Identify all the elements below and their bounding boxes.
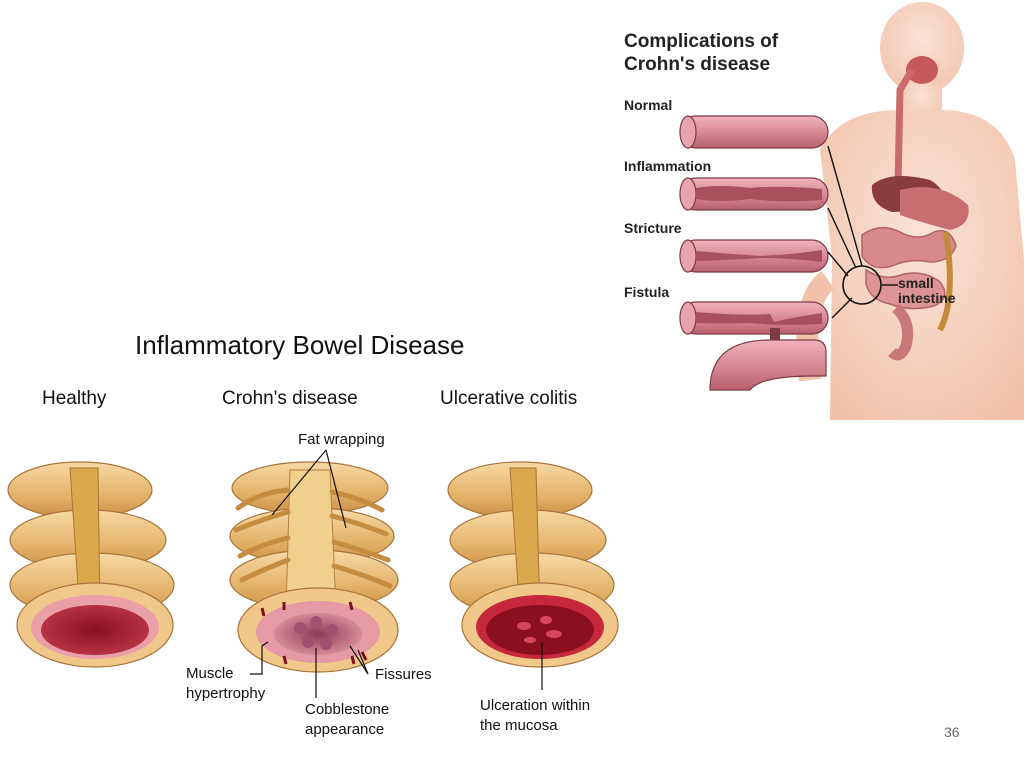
page-number: 36 <box>944 724 960 740</box>
heading-crohns: Crohn's disease <box>222 388 358 409</box>
pointer-lines <box>827 145 898 319</box>
crohn-illustration <box>679 2 1024 420</box>
label-ulceration: Ulceration within the mucosa <box>480 696 590 736</box>
heading-ulcerative-colitis: Ulcerative colitis <box>440 388 578 409</box>
label-small-intestine: small intestine <box>898 276 956 306</box>
muscle-line-2: hypertrophy <box>186 685 266 702</box>
cobblestone-line-2: appearance <box>305 721 385 738</box>
crohn-figure-title: Complications of Crohn's disease <box>624 30 778 76</box>
cobblestone-line-1: Cobblestone <box>305 701 390 718</box>
title-line-2: Crohn's disease <box>624 54 771 75</box>
ibd-pointer-lines <box>250 449 543 698</box>
intestines <box>842 226 957 361</box>
title-line-1: Complications of <box>624 31 779 52</box>
muscle-line-1: Muscle <box>186 665 234 682</box>
tube-fistula <box>679 301 829 391</box>
small-intestine-line-1: small <box>898 275 934 291</box>
tube-normal <box>679 115 829 149</box>
label-inflammation: Inflammation <box>624 158 712 174</box>
colon-healthy <box>7 461 175 668</box>
tube-stricture <box>679 239 829 273</box>
label-stricture: Stricture <box>624 220 682 236</box>
ibd-title: Inflammatory Bowel Disease <box>135 330 465 360</box>
heading-healthy: Healthy <box>42 388 107 409</box>
small-intestine-line-2: intestine <box>898 290 956 306</box>
label-cobblestone: Cobblestone appearance <box>305 700 389 740</box>
ulceration-line-2: the mucosa <box>480 717 558 734</box>
esophagus <box>894 56 938 186</box>
crohn-complications-figure: Complications of Crohn's disease Normal … <box>600 0 1024 420</box>
ulceration-line-1: Ulceration within <box>480 697 591 714</box>
label-fissures: Fissures <box>375 666 432 683</box>
ibd-illustration <box>7 449 619 698</box>
colon-crohns <box>229 461 399 673</box>
human-torso <box>796 2 1024 420</box>
colon-ulcerative-colitis <box>447 461 619 668</box>
label-fistula: Fistula <box>624 284 670 300</box>
upper-organs <box>871 176 969 230</box>
label-normal: Normal <box>624 97 673 113</box>
label-muscle-hypertrophy: Muscle hypertrophy <box>186 664 265 704</box>
tube-inflammation <box>679 177 829 211</box>
label-fat-wrapping: Fat wrapping <box>298 431 385 448</box>
